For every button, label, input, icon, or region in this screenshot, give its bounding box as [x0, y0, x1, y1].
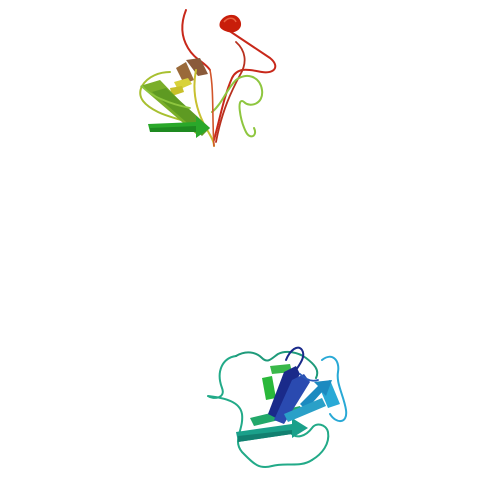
cyan-strand-arrow	[300, 380, 332, 410]
teal-coil-bottom	[289, 423, 330, 461]
brown-strand-2	[176, 62, 194, 84]
upper-protein-domain	[139, 9, 277, 147]
green-coil-right	[211, 74, 264, 138]
brown-strand-1	[186, 58, 208, 76]
green-sheet-arrow-shade	[150, 126, 196, 132]
yellow-coil-2	[139, 71, 197, 127]
orange-coil-tail	[209, 69, 215, 147]
red-coil-3	[215, 41, 246, 143]
teal-coil-top	[235, 350, 319, 379]
navy-coil	[285, 346, 305, 371]
blue-strand-2	[274, 374, 310, 424]
yellow-strand-2	[170, 86, 184, 96]
red-helix	[219, 14, 242, 33]
cyan-strand-2	[284, 398, 326, 422]
green-coil-left	[141, 85, 191, 109]
teal-coil-outer-left	[207, 355, 313, 468]
lower-protein-domain	[207, 346, 348, 468]
red-coil-2	[213, 29, 277, 141]
blue-coil-inner	[299, 373, 319, 382]
green-strand-lower	[262, 376, 276, 400]
navy-strand-1	[268, 366, 300, 418]
red-coil-1	[181, 9, 211, 71]
red-helix-highlight	[223, 17, 237, 23]
teal-sheet-shade	[238, 430, 292, 442]
cyan-coil-right	[321, 355, 348, 422]
